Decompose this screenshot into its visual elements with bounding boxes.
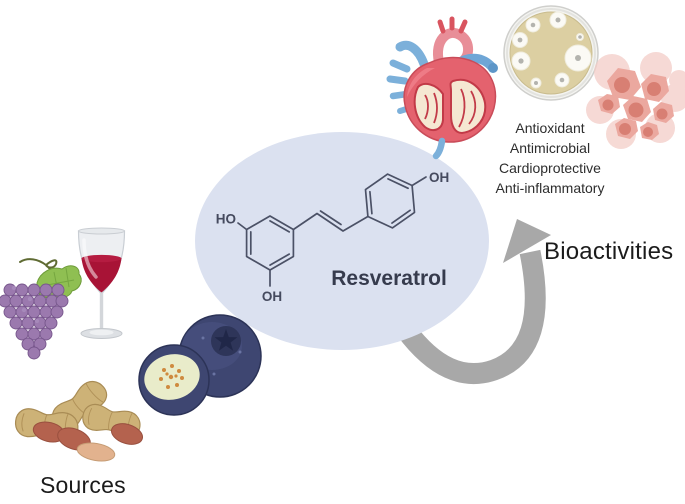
cell-nuclei [602,77,668,137]
wine-surface [81,254,122,263]
blueberry-seeds [159,364,184,389]
vinylene-bridge [292,212,369,232]
sources-heading: Sources [40,472,126,498]
bioactivity-item: Antioxidant [515,120,585,136]
glass-foot-inner [89,329,114,336]
peanut-kernel-blanched [76,442,116,462]
oh-bond-top-right [411,176,427,187]
resveratrol-structure [237,173,427,287]
glass-stem [99,293,104,331]
bioactivities-list: Antioxidant Antimicrobial Cardioprotecti… [464,118,636,198]
bioactivity-item: Cardioprotective [499,160,601,176]
agar [510,12,592,94]
oh-label-top-right: OH [429,170,449,185]
grapes-icon [0,258,82,360]
resveratrol-bubble [195,132,489,350]
right-ring-double-bonds [369,178,411,224]
wine-glass-icon [77,227,126,339]
heart-icon [386,16,498,160]
vinylene-double-bond [319,210,342,226]
glass-rim [78,227,125,235]
bioactivity-item: Anti-inflammatory [495,180,605,196]
petri-dish-icon [503,5,599,101]
left-ring-double-bonds [249,220,291,266]
peanut-kernel [111,423,143,445]
cells-icon [586,52,685,149]
aorta [432,28,474,67]
oh-label-bottom: OH [262,289,282,304]
bioactivity-item: Antimicrobial [509,140,591,156]
peanuts-icon [13,374,144,462]
ho-bond-left [237,222,248,231]
curved-arrow [397,219,551,384]
blueberry-calyx-star [214,329,238,351]
right-ventricle [449,78,487,135]
wine-fill [81,258,122,293]
resveratrol-label: Resveratrol [331,267,447,290]
glass-highlight [82,238,98,279]
ho-label-left: HO [216,212,236,227]
bioactivities-heading: Bioactivities [544,238,674,265]
blueberries-icon [138,314,262,416]
inhibition-zones [511,11,592,89]
